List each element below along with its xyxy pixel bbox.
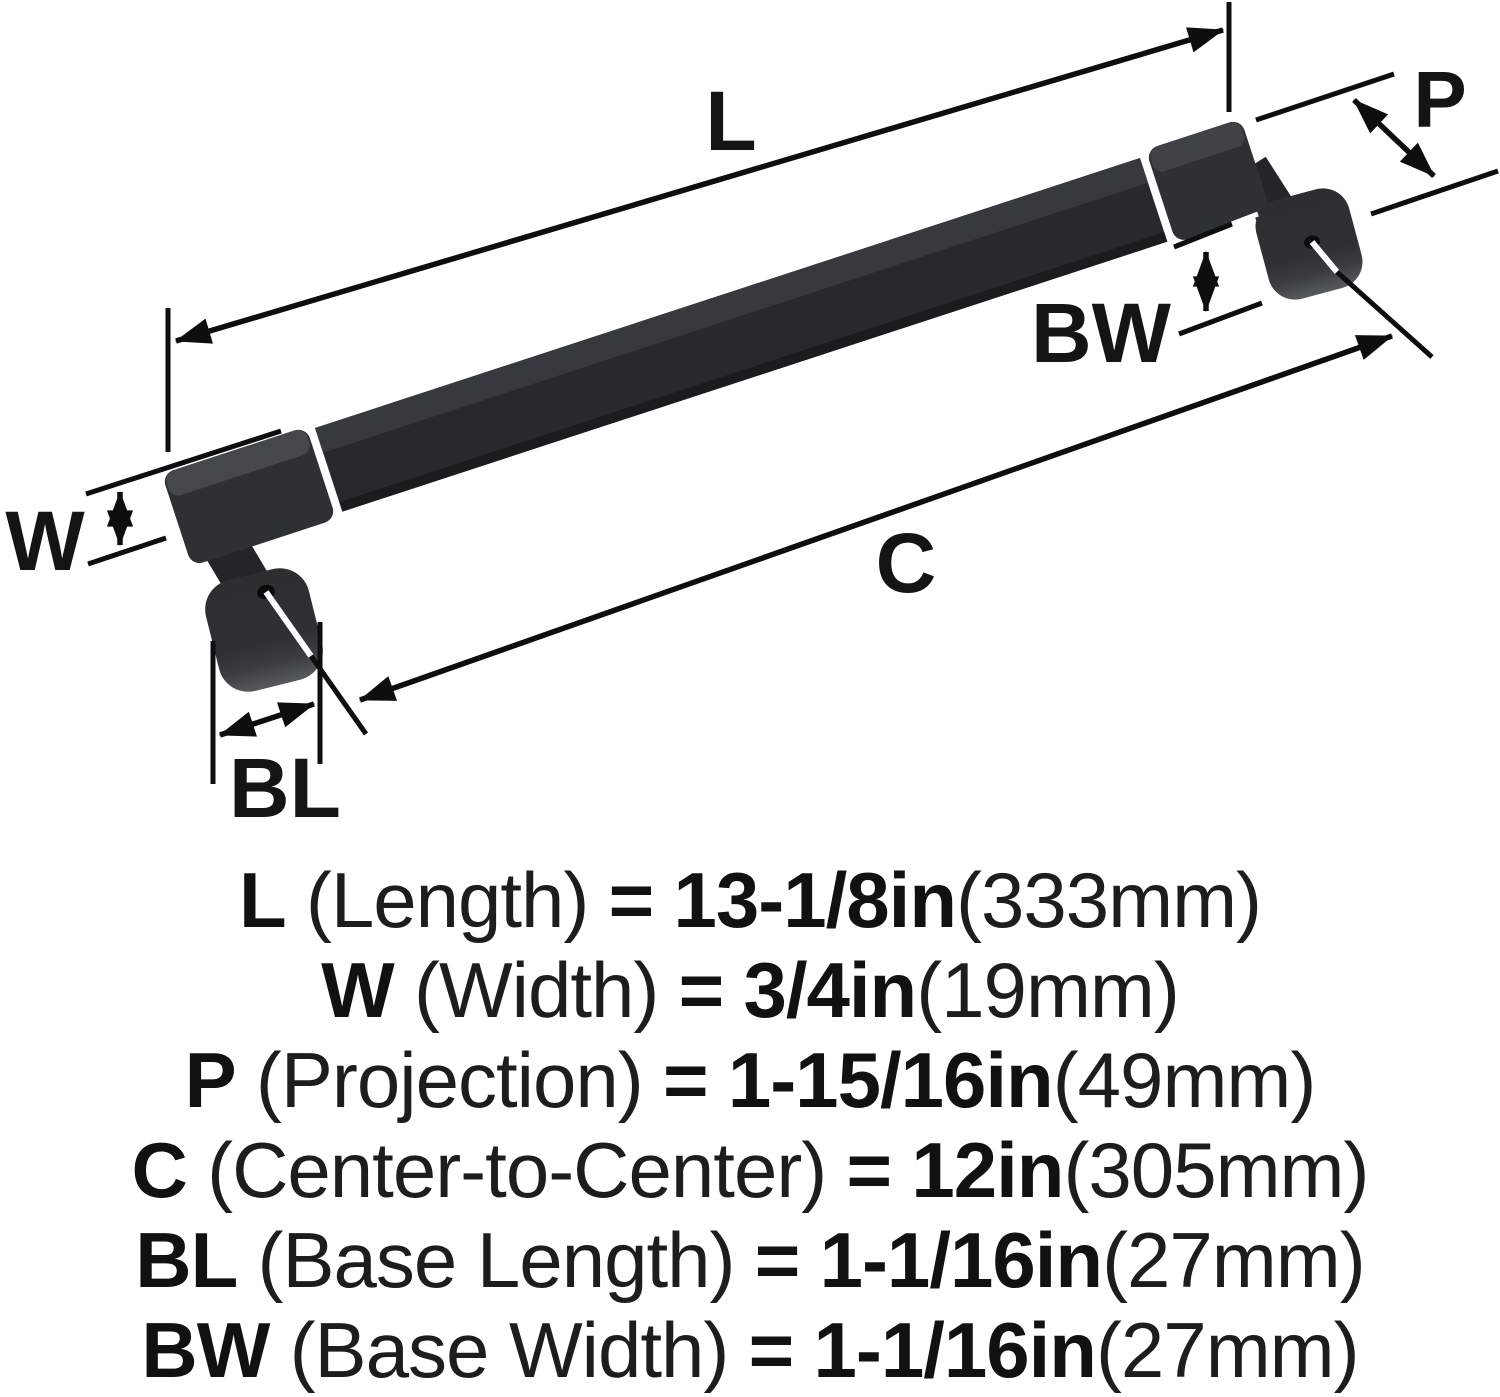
bw-upper-extension-line — [1173, 221, 1233, 250]
label-BW: BW — [1031, 286, 1172, 380]
legend-equals: = — [846, 1126, 893, 1214]
legend-inch-value: 1-15/16in — [727, 1036, 1054, 1124]
legend-equals: = — [678, 946, 725, 1034]
label-C: C — [876, 516, 937, 610]
legend-mm-value: (27mm) — [1095, 1306, 1360, 1394]
legend-inch-value: 1-1/16in — [819, 1216, 1103, 1304]
legend-mm-value: (19mm) — [916, 946, 1180, 1034]
legend-mm-value: (49mm) — [1052, 1036, 1317, 1124]
dimension-L — [165, 2, 1232, 452]
right-leader-on-cap — [1309, 240, 1340, 274]
dimension-W — [85, 428, 282, 567]
legend-name: (Center-to-Center) — [207, 1126, 827, 1214]
legend-code: L — [238, 856, 287, 944]
legend-mm-value: (333mm) — [955, 856, 1262, 944]
legend-name: (Base Length) — [257, 1216, 736, 1304]
legend-row-center-to-center: C(Center-to-Center)=12in(305mm) — [30, 1125, 1470, 1215]
bw-lower-extension-line — [1178, 300, 1263, 337]
dimension-labels: L W P BW C BL — [5, 55, 1466, 835]
dimension-P — [1255, 71, 1499, 217]
l-dimension-arrow — [174, 27, 1225, 344]
bw-extension-on-metal — [1231, 211, 1259, 227]
dimension-BL — [210, 622, 323, 784]
legend-name: (Base Width) — [289, 1306, 730, 1394]
left-leader — [308, 654, 369, 736]
legend-code: P — [184, 1036, 237, 1124]
legend-name: (Length) — [305, 856, 590, 944]
dimension-C — [358, 333, 1394, 703]
legend-equals: = — [748, 1306, 795, 1394]
legend-row-projection: P(Projection)=1-15/16in(49mm) — [30, 1035, 1470, 1125]
label-BL: BL — [229, 741, 341, 835]
p-dimension-arrow — [1352, 98, 1436, 178]
legend-row-width: W(Width)=3/4in(19mm) — [30, 945, 1470, 1035]
p-upper-extension-line — [1255, 71, 1395, 123]
p-lower-extension-line — [1370, 168, 1499, 217]
legend-inch-value: 12in — [911, 1126, 1064, 1214]
bl-dimension-arrow — [218, 701, 316, 738]
legend-mm-value: (305mm) — [1063, 1126, 1369, 1214]
legend-row-base-width: BW(Base Width)=1-1/16in(27mm) — [30, 1305, 1470, 1395]
handle-left-base-cap — [205, 568, 323, 692]
right-leader — [1335, 270, 1434, 359]
legend-inch-value: 1-1/16in — [813, 1306, 1096, 1394]
legend-row-length: L(Length)=13-1/8in(333mm) — [30, 855, 1470, 945]
handle-bar-top-face — [314, 158, 1149, 453]
label-W: W — [5, 494, 85, 588]
legend-equals: = — [608, 856, 655, 944]
left-leader-on-cap — [263, 590, 314, 658]
legend-equals: = — [754, 1216, 801, 1304]
dimensions — [85, 2, 1499, 784]
c-dimension-arrow — [358, 333, 1394, 703]
legend-code: C — [131, 1126, 187, 1214]
label-P: P — [1413, 55, 1466, 144]
w-upper-extension-line — [85, 428, 282, 497]
legend-inch-value: 3/4in — [743, 946, 917, 1034]
legend-code: W — [321, 946, 395, 1034]
legend-row-base-length: BL(Base Length)=1-1/16in(27mm) — [30, 1215, 1470, 1305]
legend-inch-value: 13-1/8in — [673, 856, 957, 944]
leader-lines — [263, 211, 1434, 736]
legend-equals: = — [663, 1036, 709, 1124]
dimension-BW — [1173, 221, 1263, 337]
legend-name: (Width) — [414, 946, 659, 1034]
legend-name: (Projection) — [255, 1036, 644, 1124]
dimension-legend: L(Length)=13-1/8in(333mm) W(Width)=3/4in… — [30, 855, 1470, 1395]
legend-code: BL — [135, 1216, 238, 1304]
handle-left-elbow-topface — [166, 429, 310, 496]
legend-code: BW — [141, 1306, 270, 1394]
legend-mm-value: (27mm) — [1102, 1216, 1366, 1304]
w-lower-extension-line — [87, 535, 167, 567]
label-L: L — [705, 74, 756, 168]
